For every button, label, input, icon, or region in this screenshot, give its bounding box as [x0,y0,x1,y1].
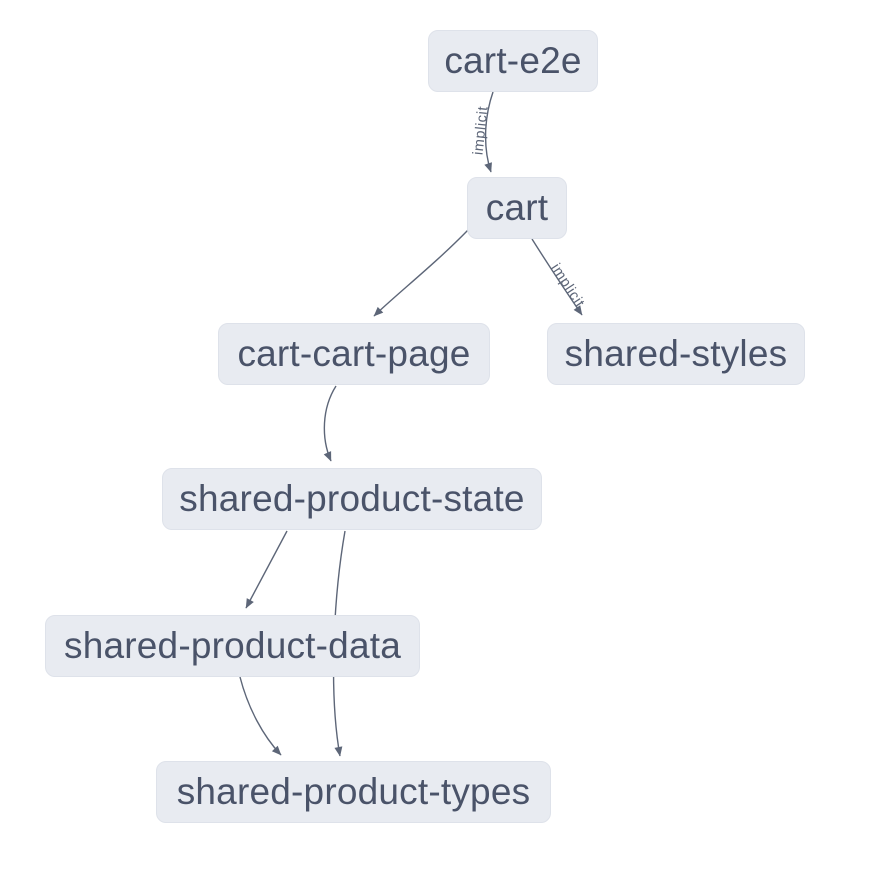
node-shared-product-types[interactable]: shared-product-types [156,761,551,823]
node-shared-styles-label: shared-styles [564,332,788,374]
edge-cart-cart-page-to-shared-product-state [323,385,337,462]
edge-shared-product-data-to-shared-product-types [239,676,282,756]
node-cart-label: cart [485,186,549,228]
edge-cart-e2e-to-cart [484,91,494,173]
node-shared-product-data[interactable]: shared-product-data [45,615,420,677]
node-cart-cart-page-label: cart-cart-page [237,332,471,374]
edge-label-implicit-cart-shared-styles: implicit [547,261,587,311]
node-cart-cart-page[interactable]: cart-cart-page [218,323,490,385]
node-shared-product-data-label: shared-product-data [64,624,401,666]
node-shared-product-types-label: shared-product-types [176,770,531,812]
node-shared-product-state-label: shared-product-state [179,477,525,519]
edge-shared-product-state-to-shared-product-data [245,530,288,609]
node-shared-product-state[interactable]: shared-product-state [162,468,542,530]
edge-label-implicit-cart-e2e-cart: implicit [470,105,491,156]
node-cart-e2e[interactable]: cart-e2e [428,30,598,92]
edge-cart-to-cart-cart-page [373,229,469,317]
node-cart-e2e-label: cart-e2e [444,39,582,81]
node-shared-styles[interactable]: shared-styles [547,323,805,385]
edge-cart-to-shared-styles [531,238,583,316]
node-cart[interactable]: cart [467,177,567,239]
